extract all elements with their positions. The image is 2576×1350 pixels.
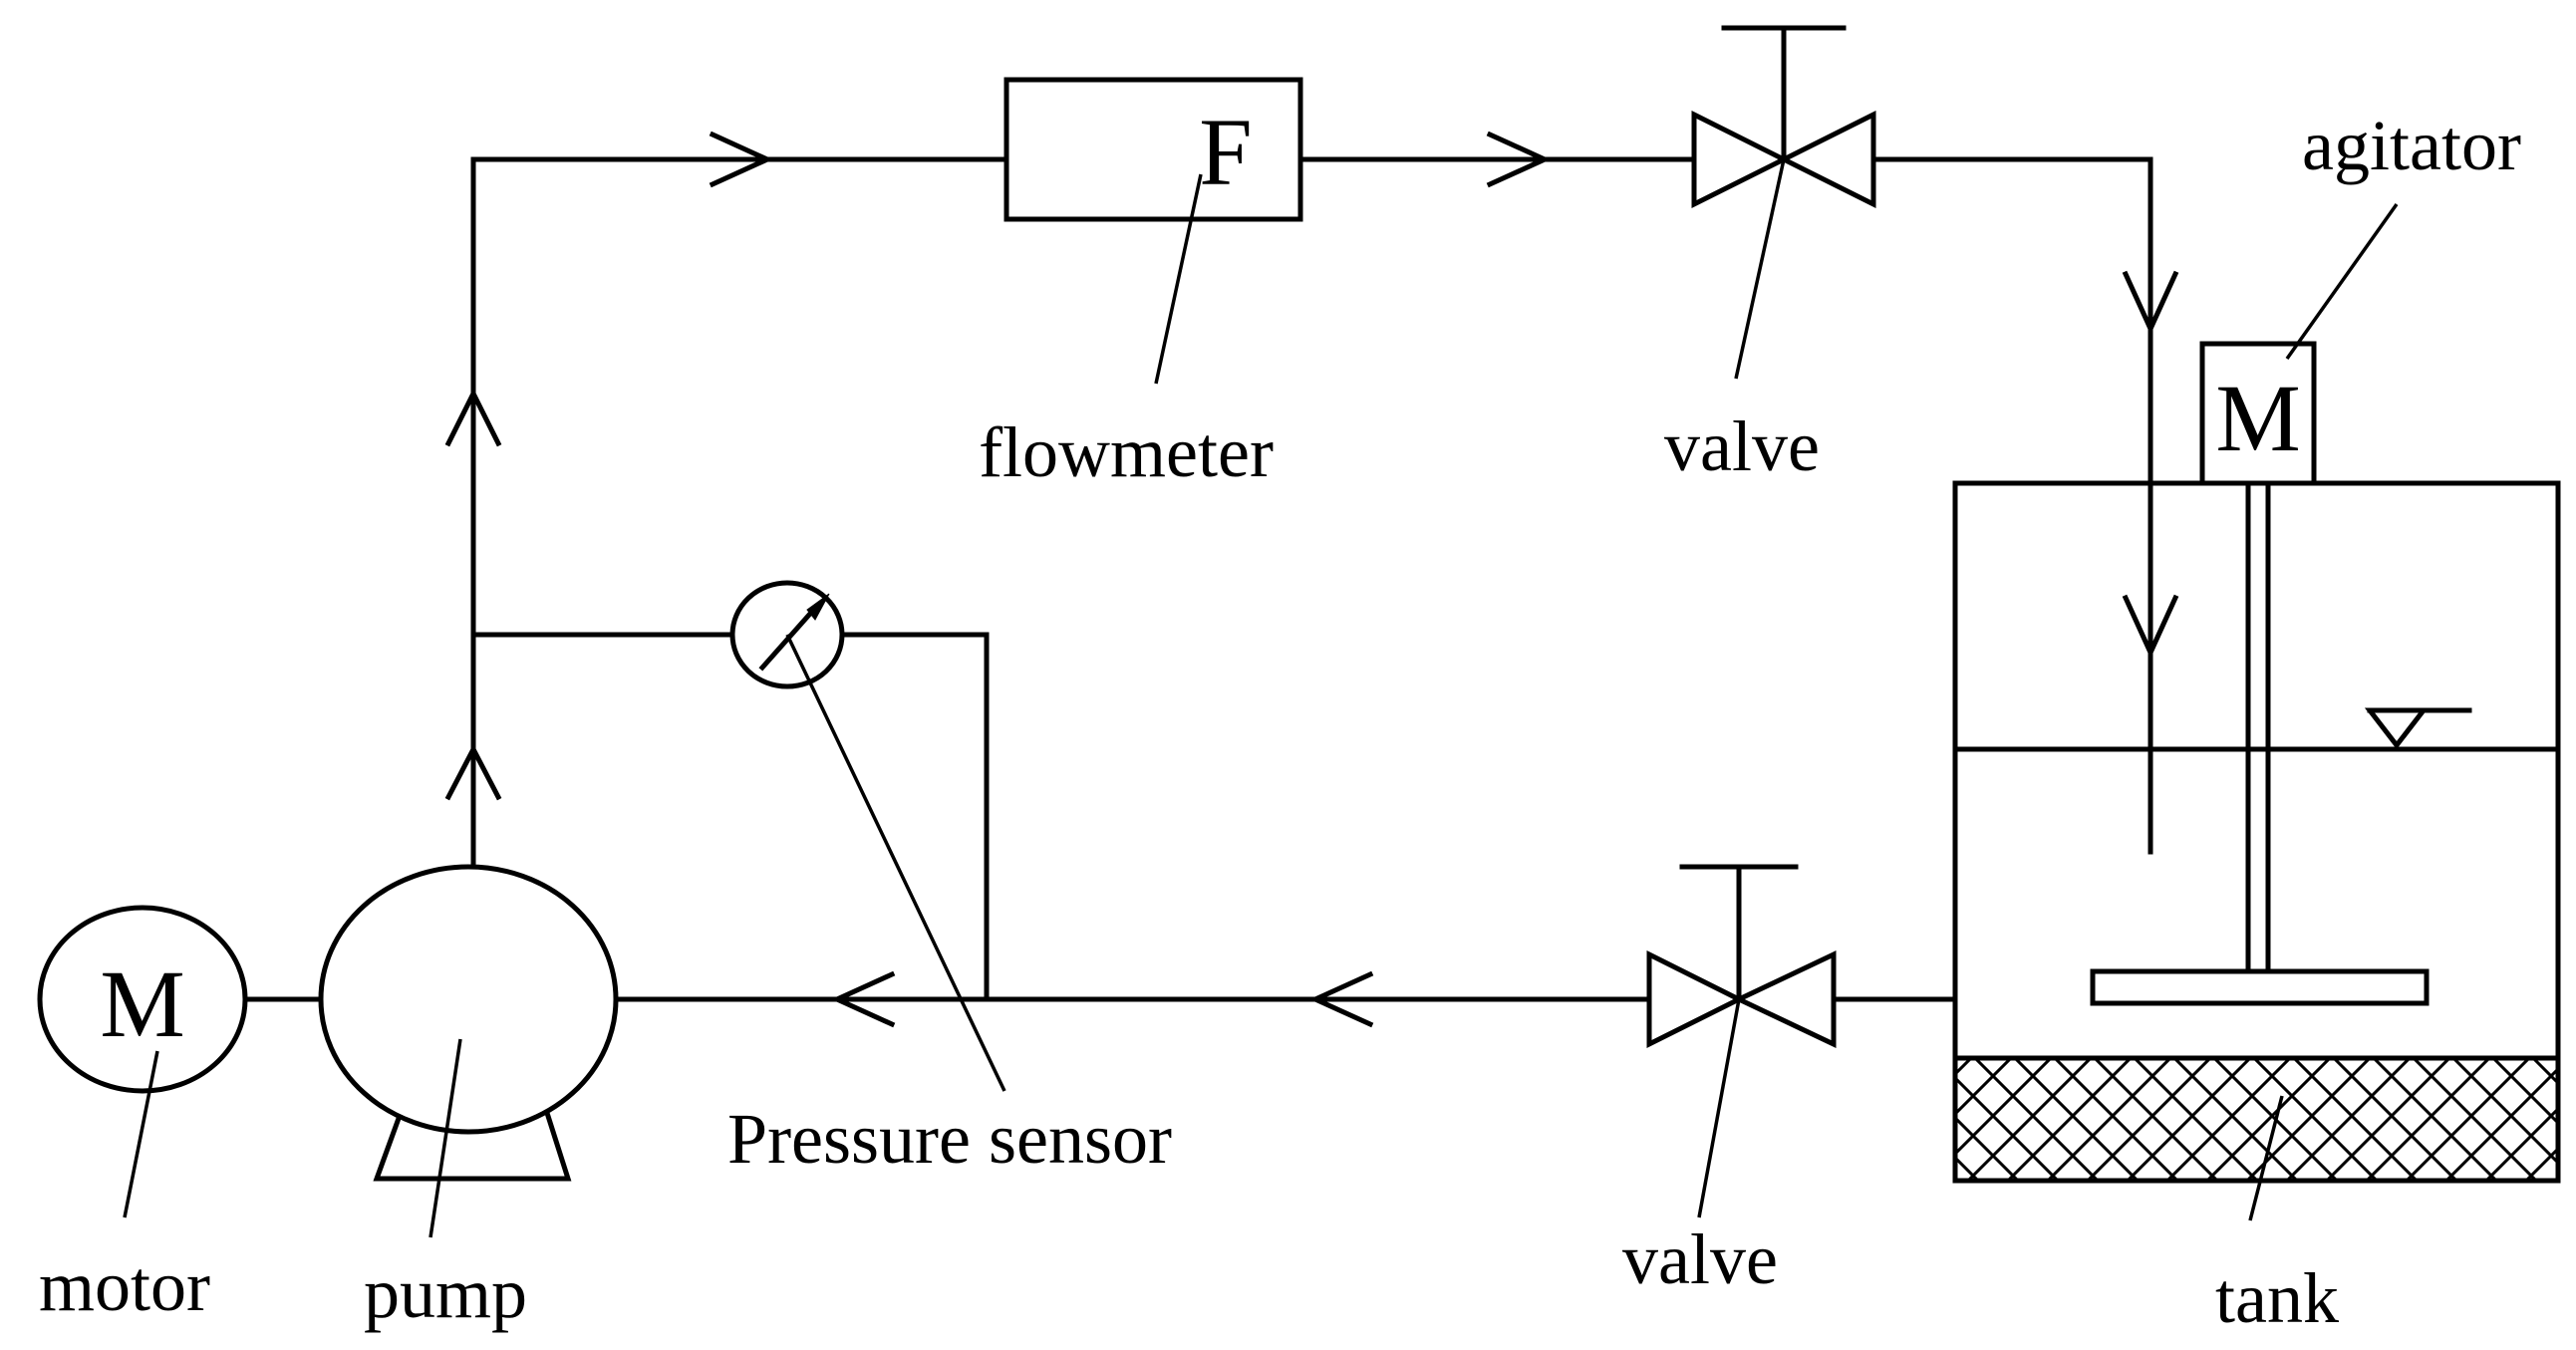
pressure-sensor-leader [785, 634, 1006, 1092]
valve-top-leader [1734, 158, 1786, 380]
motor-mark: M [100, 950, 184, 1057]
agitator: M [2090, 341, 2430, 1006]
valve-bottom [1646, 864, 1837, 1049]
flowmeter: F [1003, 77, 1303, 222]
flowmeter-label: flowmeter [979, 412, 1274, 492]
flow-arrow-down-icon [2122, 594, 2179, 660]
tank-label: tank [2215, 1258, 2339, 1338]
valve-bottom-label: valve [1622, 1219, 1778, 1299]
agitator-motor-mark: M [2215, 365, 2300, 471]
flowmeter-mark: F [1199, 99, 1252, 205]
pipeline [241, 156, 2153, 1002]
valve-top [1691, 25, 1876, 209]
flowmeter-leader [1154, 173, 1203, 385]
motor: M [37, 905, 248, 1094]
flow-arrow-left-icon [830, 970, 896, 1028]
flow-arrow-down-icon [2122, 270, 2179, 336]
pressure-sensor-label: Pressure sensor [727, 1099, 1172, 1179]
flow-arrow-right-icon [1486, 131, 1552, 188]
gauge-needle-icon [806, 593, 830, 621]
agitator-leader [2285, 202, 2399, 361]
pump [318, 864, 619, 1182]
flow-arrow-up-icon [444, 743, 502, 801]
agitator-label: agitator [2302, 106, 2521, 185]
tank-leader [2248, 1095, 2284, 1221]
valve-bottom-leader [1697, 998, 1741, 1218]
pump-leader [429, 1038, 462, 1238]
flow-arrow-right-icon [709, 131, 774, 188]
motor-label: motor [39, 1246, 210, 1326]
motor-leader [123, 1050, 159, 1218]
pump-label: pump [364, 1253, 527, 1333]
flow-arrow-left-icon [1308, 970, 1374, 1028]
valve-top-label: valve [1664, 406, 1820, 486]
tank-sediment [1952, 1055, 2561, 1184]
flow-arrow-up-icon [444, 388, 502, 447]
tank [1952, 480, 2561, 1184]
flow-arrows [444, 131, 2179, 1028]
